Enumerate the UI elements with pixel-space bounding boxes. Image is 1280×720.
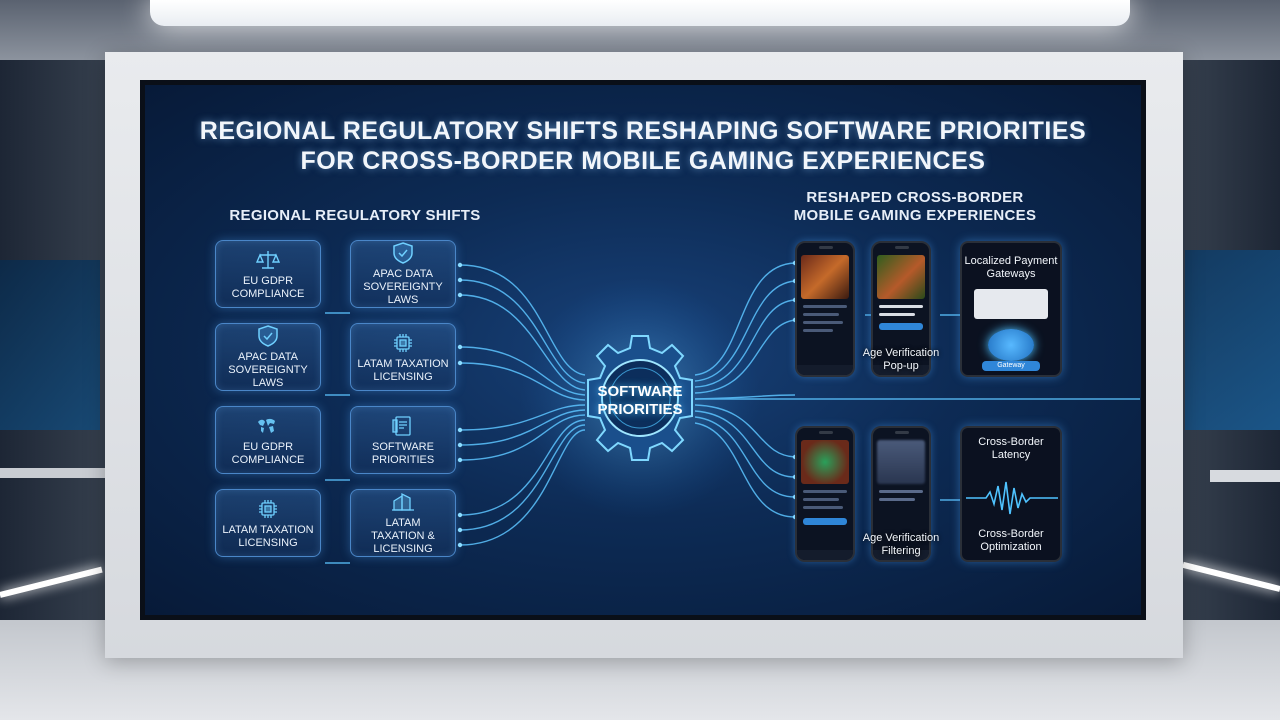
box-label-3: LICENSING (373, 543, 433, 555)
box-label-2: COMPLIANCE (231, 287, 305, 300)
world-map-icon (258, 418, 275, 433)
tablet-title-bottom: Cross-Border Optimization (978, 528, 1044, 553)
box-label-1: LATAM TAXATION (222, 523, 314, 536)
box-label-2: LICENSING (238, 536, 298, 549)
tablet-title: Localized Payment Gateways (964, 255, 1058, 280)
right-section-heading-2: MOBILE GAMING EXPERIENCES (793, 207, 1037, 224)
center-label-line-2: PRIORITIES (597, 401, 683, 418)
box-label-2: COMPLIANCE (231, 453, 305, 466)
box-label-1: EU GDPR (242, 274, 294, 287)
globe-icon (988, 329, 1034, 361)
title-line-2: FOR CROSS-BORDER MOBILE GAMING EXPERIENC… (300, 147, 986, 175)
box-label-1: APAC DATA (373, 268, 433, 280)
box-label-2: SOVEREIGNTY LAWS (228, 364, 308, 389)
desk-left (0, 468, 105, 478)
regulation-box-latam-tax-licensing: LATAM TAXATION & LICENSING (350, 489, 456, 557)
caption-age-verification-popup: Age Verification Pop-up (862, 347, 940, 372)
desk-right (1210, 470, 1280, 482)
caption-age-verification-filtering: Age Verification Filtering (862, 532, 940, 557)
right-section-heading-1: RESHAPED CROSS-BORDER (806, 189, 1024, 206)
regulation-box-software-priorities: SOFTWARE PRIORITIES (350, 406, 456, 474)
game-thumbnail (801, 440, 849, 484)
chip-icon (394, 333, 412, 352)
blurred-content (877, 440, 925, 484)
phone-mockup-1 (795, 241, 855, 377)
display-screen: REGIONAL REGULATORY SHIFTS RESHAPING SOF… (140, 80, 1146, 620)
tablet-title-top: Cross-Border Latency (978, 436, 1044, 461)
center-label: SOFTWARE PRIORITIES (575, 383, 705, 419)
shield-check-icon (393, 242, 413, 264)
box-label-1: LATAM (385, 517, 421, 529)
title-line-1: REGIONAL REGULATORY SHIFTS RESHAPING SOF… (199, 117, 1087, 145)
phone-mockup-3 (795, 426, 855, 562)
chip-icon (259, 499, 277, 518)
waveform-icon (966, 481, 1058, 515)
game-thumbnail (877, 255, 925, 299)
box-label-1: EU GDPR (242, 440, 294, 453)
box-label-1: APAC DATA (238, 351, 298, 363)
gear-icon (575, 333, 705, 463)
side-display-right (1185, 250, 1280, 430)
ceiling-light (150, 0, 1130, 26)
regulation-box-apac-sovereignty: APAC DATA SOVEREIGNTY LAWS (350, 240, 456, 308)
tablet-payment-gateways: Localized Payment Gateways Gateway (960, 241, 1062, 377)
box-label-2: SOVEREIGNTY LAWS (363, 281, 443, 306)
center-label-line-1: SOFTWARE (597, 383, 683, 400)
box-label-1: SOFTWARE (372, 440, 434, 453)
gateway-badge: Gateway (982, 361, 1040, 371)
tablet-cross-border-latency: Cross-Border Latency Cross-Border Optimi… (960, 426, 1062, 562)
phone-mockup-2 (871, 241, 931, 377)
building-icon (392, 492, 414, 511)
regulation-box-eu-gdpr-2: EU GDPR COMPLIANCE (215, 406, 321, 474)
document-icon (392, 415, 411, 436)
regulation-box-latam-licensing: LATAM TAXATION LICENSING (350, 323, 456, 391)
box-label-2: TAXATION & (371, 530, 435, 542)
regulation-box-latam-taxation: LATAM TAXATION LICENSING (215, 489, 321, 557)
box-label-2: LICENSING (373, 370, 433, 383)
shield-check-icon (258, 325, 278, 347)
regulation-box-apac-data: APAC DATA SOVEREIGNTY LAWS (215, 323, 321, 391)
box-label-1: LATAM TAXATION (357, 357, 449, 370)
phone-mockup-4 (871, 426, 931, 562)
box-label-2: PRIORITIES (371, 453, 435, 466)
scales-icon (255, 250, 281, 269)
regulation-box-eu-gdpr: EU GDPR COMPLIANCE (215, 240, 321, 308)
payment-card (974, 289, 1048, 319)
left-section-heading: REGIONAL REGULATORY SHIFTS (229, 207, 481, 224)
side-display-left (0, 260, 100, 430)
game-thumbnail (801, 255, 849, 299)
